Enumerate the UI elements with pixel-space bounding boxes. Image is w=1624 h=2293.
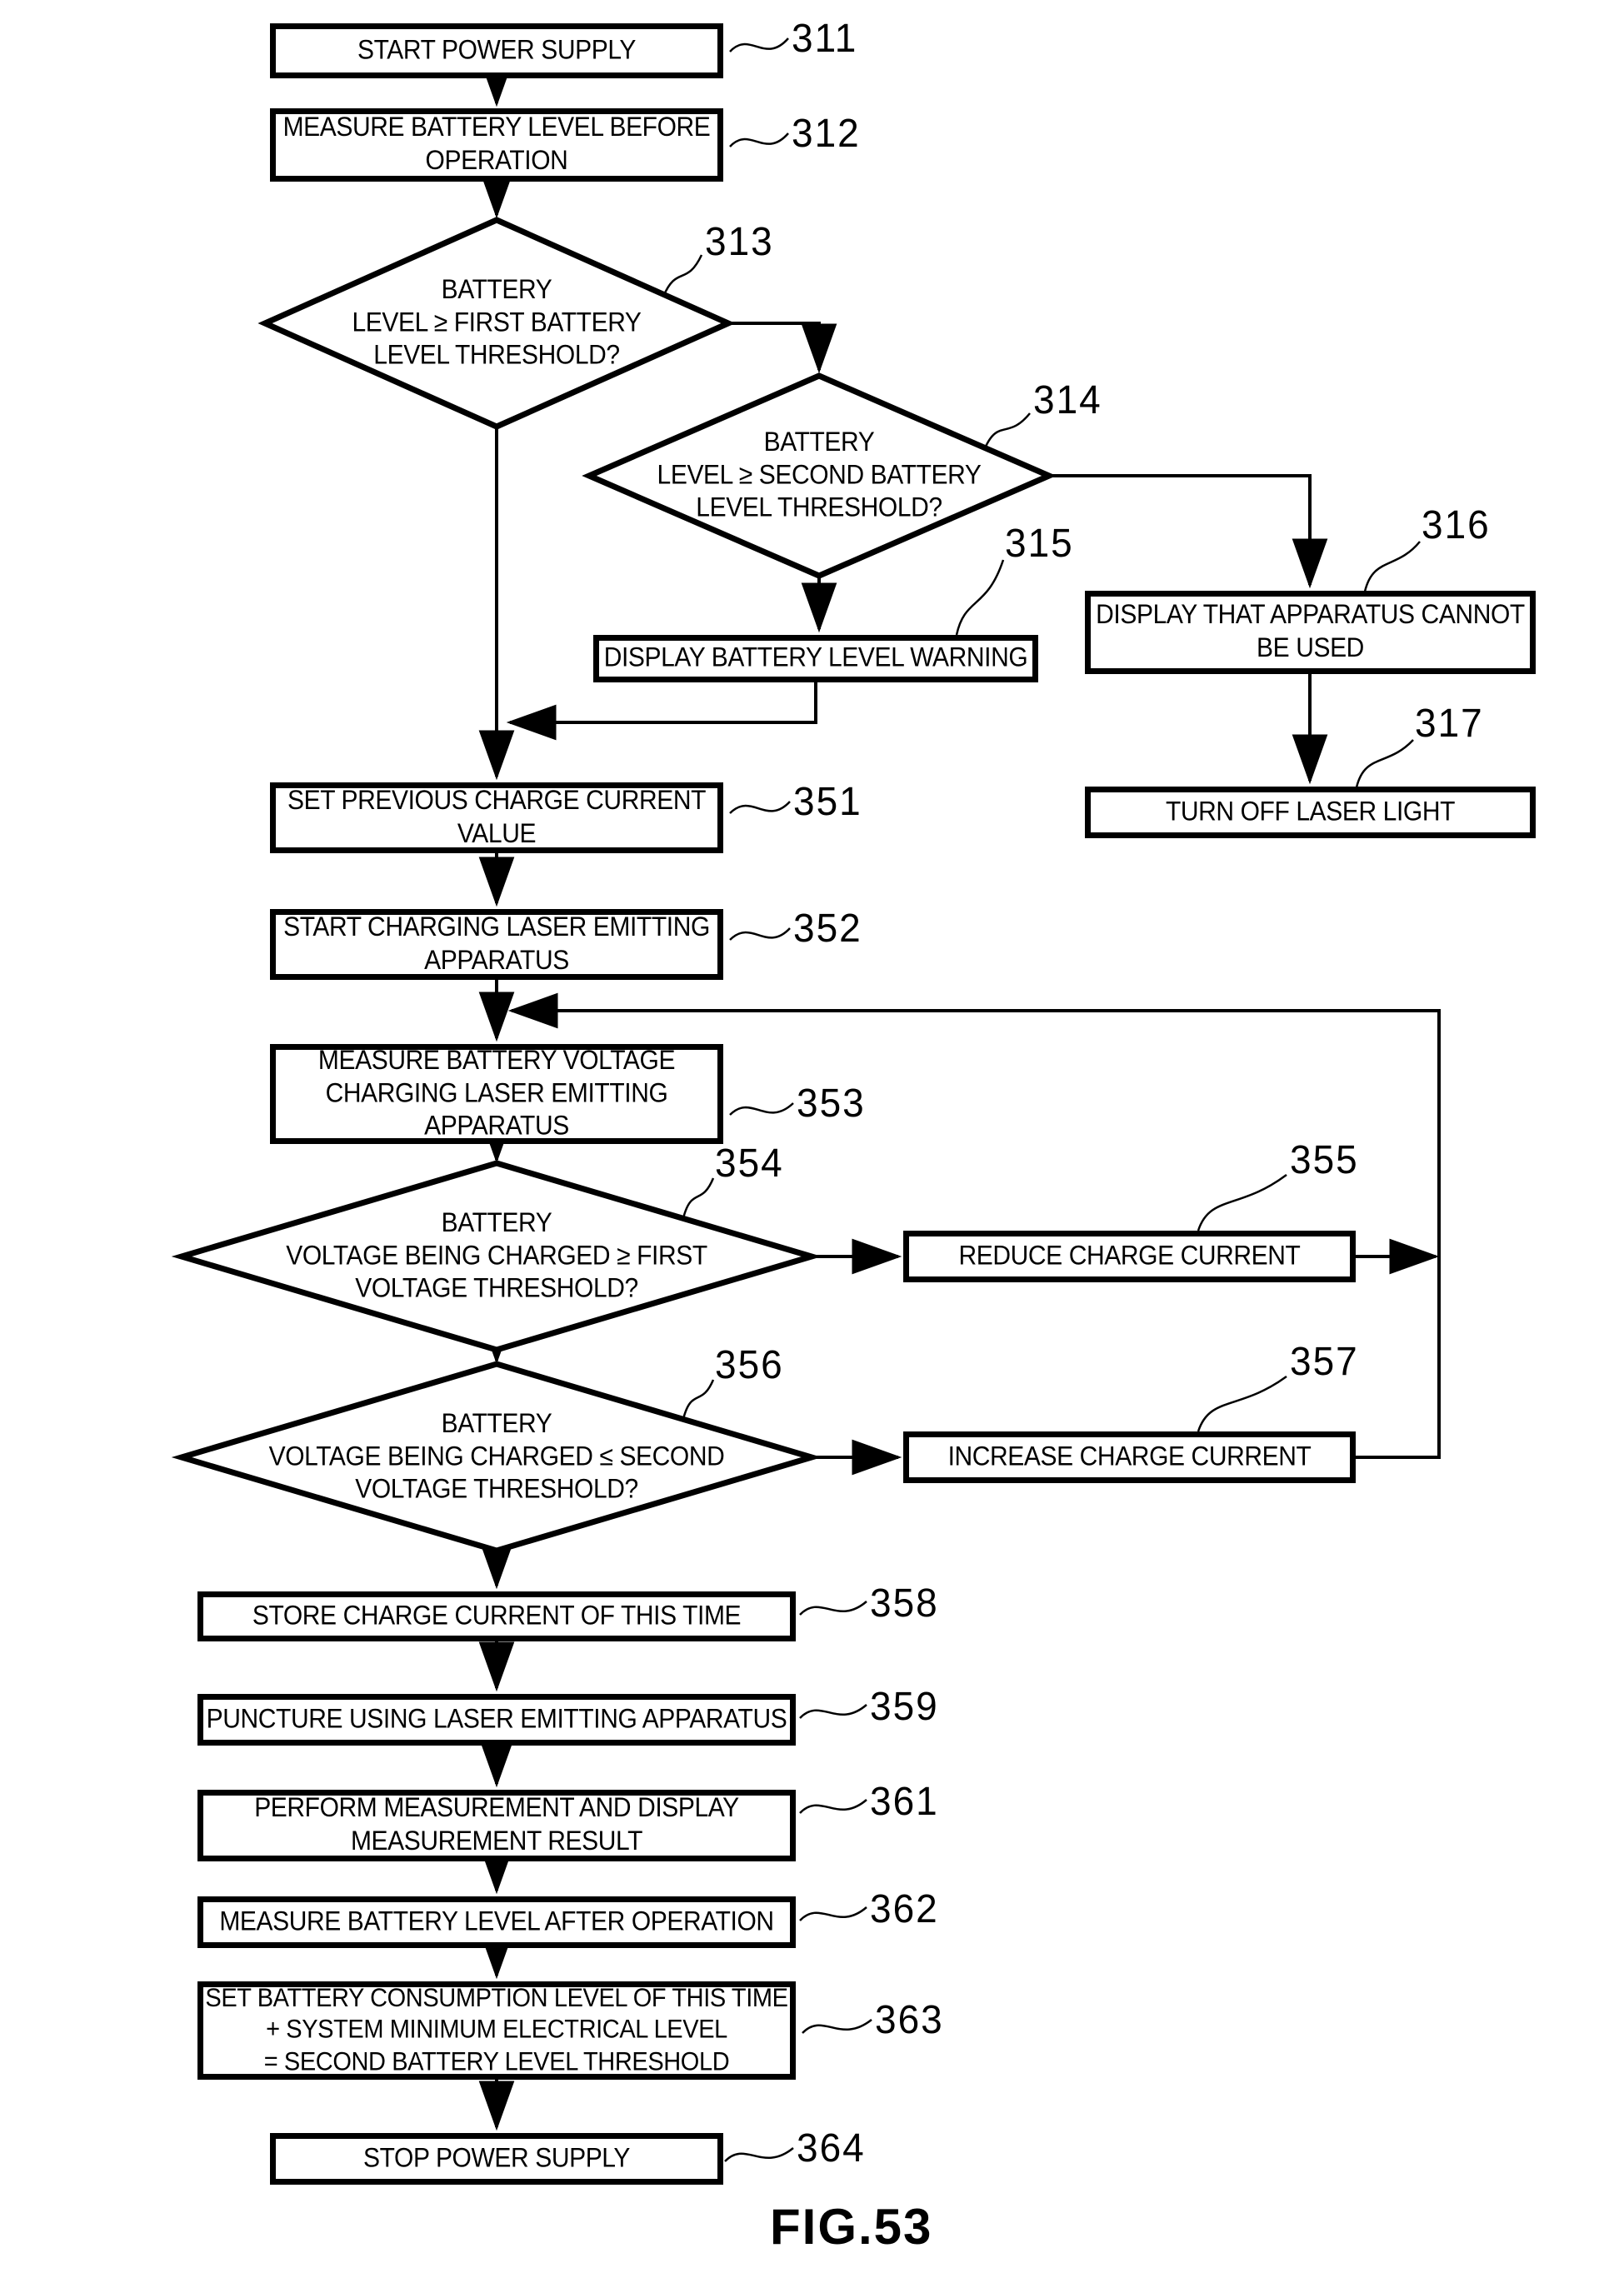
decision-314-shape bbox=[582, 372, 1057, 579]
process-box-352: START CHARGING LASER EMITTING APPARATUS bbox=[270, 909, 723, 980]
process-box-312-label: MEASURE BATTERY LEVEL BEFORE OPERATION bbox=[282, 112, 711, 176]
ref-label-311: 311 bbox=[792, 14, 858, 61]
figure-caption: FIG.53 bbox=[770, 2199, 933, 2255]
ref-label-355: 355 bbox=[1290, 1136, 1359, 1182]
process-box-358: STORE CHARGE CURRENT OF THIS TIME bbox=[197, 1591, 796, 1641]
process-box-317-label: TURN OFF LASER LIGHT bbox=[1165, 797, 1456, 827]
process-box-357-label: INCREASE CHARGE CURRENT bbox=[947, 1441, 1312, 1471]
process-box-363-label: SET BATTERY CONSUMPTION LEVEL OF THIS TI… bbox=[205, 1983, 788, 2076]
process-box-361: PERFORM MEASUREMENT AND DISPLAY MEASUREM… bbox=[197, 1790, 796, 1861]
ref-label-314: 314 bbox=[1033, 376, 1102, 422]
decision-diamond-shapes bbox=[171, 217, 1057, 1554]
decision-313-shape bbox=[257, 217, 736, 430]
process-box-317: TURN OFF LASER LIGHT bbox=[1085, 787, 1536, 838]
process-box-363: SET BATTERY CONSUMPTION LEVEL OF THIS TI… bbox=[197, 1981, 796, 2080]
process-box-315-label: DISPLAY BATTERY LEVEL WARNING bbox=[603, 642, 1028, 673]
ref-label-364: 364 bbox=[797, 2124, 866, 2171]
ref-label-353: 353 bbox=[797, 1079, 866, 1126]
process-box-316-label: DISPLAY THAT APPARATUS CANNOT BE USED bbox=[1096, 600, 1525, 663]
ref-label-352: 352 bbox=[793, 904, 862, 951]
ref-label-317: 317 bbox=[1415, 699, 1484, 746]
ref-squiggle-leaders bbox=[662, 37, 1421, 2162]
process-box-352-label: START CHARGING LASER EMITTING APPARATUS bbox=[283, 912, 710, 976]
ref-label-363: 363 bbox=[875, 1996, 944, 2042]
process-box-364: STOP POWER SUPPLY bbox=[270, 2133, 723, 2185]
process-box-355: REDUCE CHARGE CURRENT bbox=[903, 1231, 1356, 1282]
process-box-362: MEASURE BATTERY LEVEL AFTER OPERATION bbox=[197, 1896, 796, 1948]
ref-label-351: 351 bbox=[793, 777, 862, 824]
ref-label-361: 361 bbox=[870, 1777, 939, 1824]
process-box-362-label: MEASURE BATTERY LEVEL AFTER OPERATION bbox=[219, 1906, 774, 1936]
ref-label-315: 315 bbox=[1005, 519, 1074, 566]
process-box-359: PUNCTURE USING LASER EMITTING APPARATUS bbox=[197, 1694, 796, 1746]
process-box-311: START POWER SUPPLY bbox=[270, 23, 723, 78]
process-box-316: DISPLAY THAT APPARATUS CANNOT BE USED bbox=[1085, 591, 1536, 674]
ref-label-357: 357 bbox=[1290, 1337, 1359, 1384]
process-box-364-label: STOP POWER SUPPLY bbox=[363, 2143, 630, 2173]
ref-label-316: 316 bbox=[1422, 501, 1491, 547]
process-box-315: DISPLAY BATTERY LEVEL WARNING bbox=[593, 635, 1038, 682]
process-box-358-label: STORE CHARGE CURRENT OF THIS TIME bbox=[252, 1601, 742, 1631]
ref-label-312: 312 bbox=[792, 109, 861, 156]
ref-label-359: 359 bbox=[870, 1682, 939, 1729]
decision-354-shape bbox=[171, 1160, 822, 1353]
process-box-351: SET PREVIOUS CHARGE CURRENT VALUE bbox=[270, 782, 723, 853]
process-box-353: MEASURE BATTERY VOLTAGE CHARGING LASER E… bbox=[270, 1044, 723, 1144]
decision-356-shape bbox=[171, 1361, 822, 1554]
process-box-357: INCREASE CHARGE CURRENT bbox=[903, 1431, 1356, 1483]
process-box-312: MEASURE BATTERY LEVEL BEFORE OPERATION bbox=[270, 108, 723, 182]
process-box-353-label: MEASURE BATTERY VOLTAGE CHARGING LASER E… bbox=[317, 1045, 676, 1142]
process-box-351-label: SET PREVIOUS CHARGE CURRENT VALUE bbox=[287, 786, 707, 849]
process-box-361-label: PERFORM MEASUREMENT AND DISPLAY MEASUREM… bbox=[254, 1793, 739, 1856]
ref-label-358: 358 bbox=[870, 1579, 939, 1626]
flow-arrows bbox=[478, 57, 1441, 2131]
ref-label-356: 356 bbox=[715, 1341, 784, 1387]
ref-label-354: 354 bbox=[715, 1139, 784, 1186]
process-box-355-label: REDUCE CHARGE CURRENT bbox=[958, 1241, 1301, 1271]
process-box-359-label: PUNCTURE USING LASER EMITTING APPARATUS bbox=[206, 1704, 787, 1734]
ref-label-313: 313 bbox=[705, 217, 774, 264]
process-box-311-label: START POWER SUPPLY bbox=[357, 35, 636, 65]
ref-label-362: 362 bbox=[870, 1885, 939, 1931]
